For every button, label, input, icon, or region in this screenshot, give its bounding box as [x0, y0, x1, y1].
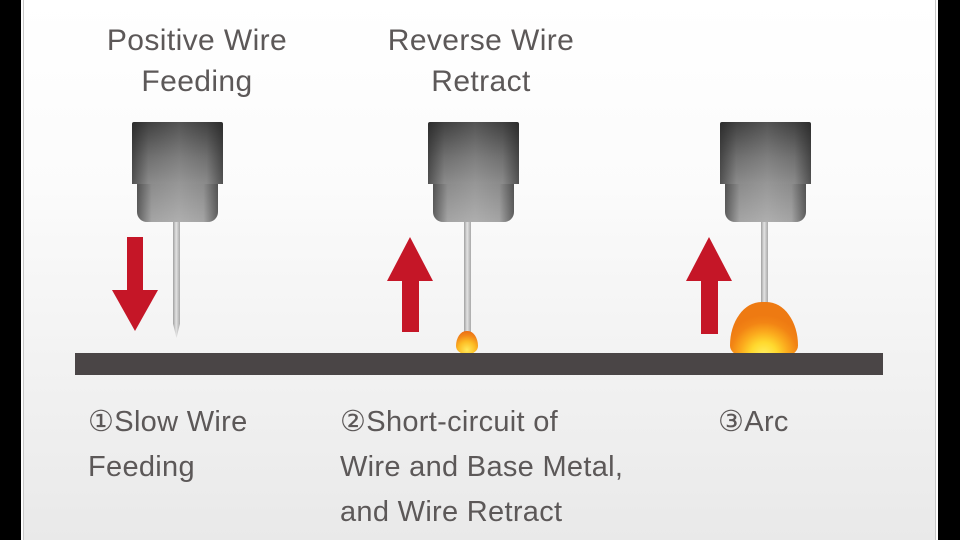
stage1-heading-line2: Feeding [141, 65, 253, 98]
stage1-caption: ①Slow Wire Feeding [88, 400, 248, 490]
down-arrow-shaft [127, 237, 143, 292]
up-arrow3-head [686, 237, 732, 281]
stage1-heading-line1: Positive Wire [106, 24, 288, 57]
stage2-caption-line2: Wire and Base Metal, [340, 451, 624, 483]
stage1-heading: Positive Wire Feeding [37, 20, 357, 102]
stage1-caption-line2: Feeding [88, 451, 195, 483]
torch-nozzle-3 [720, 122, 811, 222]
stage2-heading-line1: Reverse Wire [387, 24, 575, 57]
stage2-heading: Reverse Wire Retract [321, 20, 641, 102]
stage2-caption: ②Short-circuit of Wire and Base Metal, a… [340, 400, 623, 535]
right-letterbox-bar [938, 0, 960, 540]
short-circuit-droplet-icon [456, 331, 478, 354]
torch3-upper-body [720, 122, 811, 184]
left-letterbox-bar [0, 0, 21, 540]
up-arrow3-shaft [701, 279, 718, 334]
stage2-heading-line2: Retract [431, 65, 531, 98]
left-edge-line [23, 0, 24, 540]
wire-1 [173, 219, 180, 338]
torch-nozzle-1 [132, 122, 223, 222]
stage1-caption-line1: ①Slow Wire [88, 406, 248, 438]
down-arrow-head [112, 290, 158, 331]
up-arrow2-shaft [402, 279, 419, 332]
stage3-caption: ③Arc [718, 400, 789, 445]
stage3-caption-line1: ③Arc [718, 406, 789, 438]
torch-nozzle-2 [428, 122, 519, 222]
up-arrow2-head [387, 237, 433, 281]
base-metal-plate [75, 353, 883, 375]
torch2-upper-body [428, 122, 519, 184]
torch1-upper-body [132, 122, 223, 184]
stage2-caption-line1: ②Short-circuit of [340, 406, 559, 438]
right-edge-line [935, 0, 936, 540]
torch3-lower-shroud [725, 184, 806, 222]
wire-2 [464, 219, 471, 333]
torch2-lower-shroud [433, 184, 514, 222]
wire-3 [761, 219, 768, 312]
torch1-lower-shroud [137, 184, 218, 222]
stage2-caption-line3: and Wire Retract [340, 496, 563, 528]
